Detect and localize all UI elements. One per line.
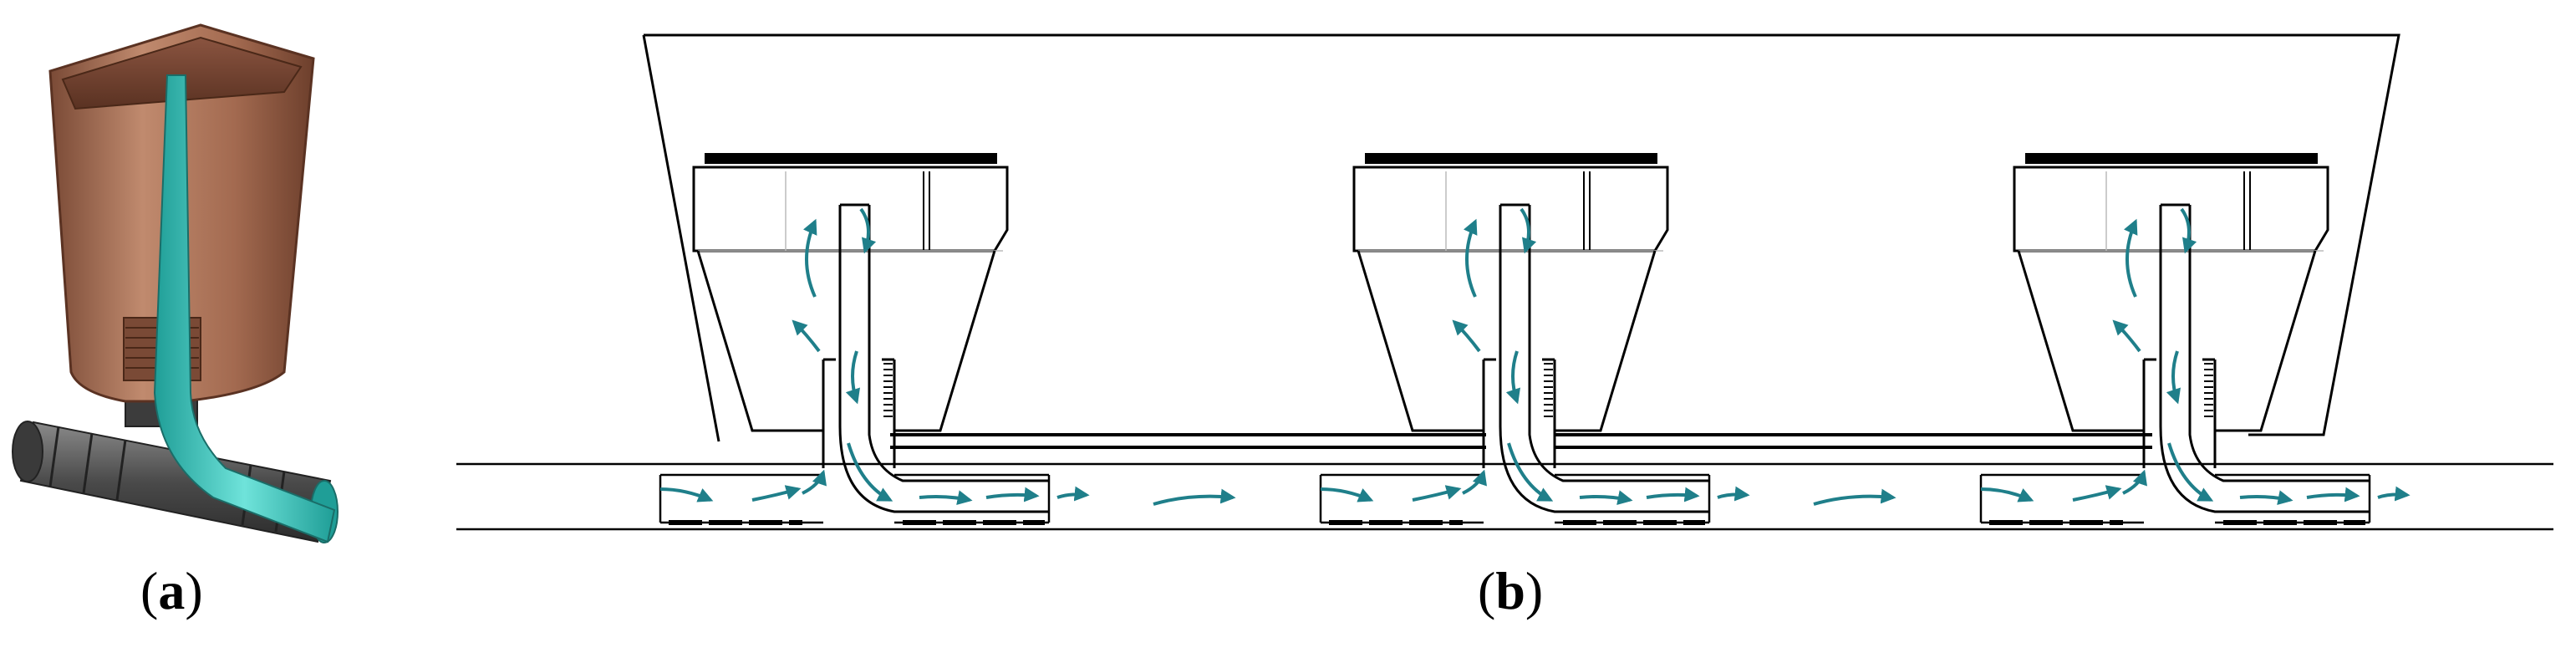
emitter-unit-3	[1979, 153, 2371, 525]
caption-b-letter: b	[1495, 561, 1525, 620]
flow-arrow	[847, 442, 893, 502]
caption-b-open: (	[1478, 561, 1496, 620]
flow-arrow	[2166, 350, 2181, 405]
flow-arrow	[859, 207, 877, 254]
flow-arrow	[2072, 485, 2122, 502]
flow-arrow	[1452, 319, 1481, 353]
caption-a: (a)	[140, 564, 203, 618]
caption-a-letter: a	[158, 561, 186, 620]
tube-outer-wall	[2159, 205, 2370, 513]
flow-arrow	[2123, 218, 2138, 298]
flow-arrow	[845, 350, 860, 405]
flow-arrow	[1520, 207, 1537, 254]
panel-a-rendering	[12, 23, 339, 543]
threaded-sleeve	[2142, 358, 2217, 468]
tube-inner-wall	[868, 205, 1049, 482]
flow-arrow	[919, 490, 973, 506]
flow-arrow	[2239, 490, 2293, 506]
flow-arrow	[2167, 442, 2214, 502]
cup-upper	[2013, 166, 2329, 252]
flow-arrow	[659, 487, 714, 502]
cup-body	[1357, 250, 1657, 432]
caption-a-open: (	[140, 561, 159, 620]
cap-plate	[1365, 153, 1657, 164]
flow-arrow	[2377, 486, 2411, 502]
tube-inner-wall	[2188, 205, 2370, 482]
cup-body	[2017, 250, 2317, 432]
cup-upper	[1352, 166, 1669, 252]
flow-arrow	[1320, 487, 1374, 502]
flow-arrow	[1412, 485, 1462, 502]
flow-arrows-channel	[1056, 486, 2411, 506]
flow-arrow	[1463, 218, 1478, 298]
pipe-section	[1979, 473, 2371, 524]
panel-b-schematic	[456, 33, 2553, 531]
pipe-section	[1319, 473, 1711, 524]
caption-a-close: )	[185, 561, 203, 620]
emitter-unit-1	[659, 153, 1051, 525]
flow-arrow	[2306, 487, 2360, 502]
flow-arrow	[985, 487, 1040, 502]
tube-inner-wall	[1528, 205, 1709, 482]
trough-outline	[642, 33, 2400, 442]
flow-arrow	[1462, 469, 1487, 495]
cap-plate	[2025, 153, 2318, 164]
flow-arrow	[1153, 488, 1236, 506]
emitter-unit-2	[1319, 153, 1711, 525]
flow-arrow	[802, 469, 827, 495]
flow-arrow	[1813, 488, 1896, 506]
threaded-sleeve	[1482, 358, 1556, 468]
manifold-bar	[890, 433, 2152, 449]
cap-plate	[705, 153, 997, 164]
flow-arrow	[1980, 487, 2034, 502]
threaded-sleeve	[822, 358, 896, 468]
caption-b: (b)	[1478, 564, 1543, 618]
cyan-tube	[153, 74, 336, 543]
flow-arrow	[1646, 487, 1700, 502]
cup-body	[696, 250, 996, 432]
flow-arrow	[1505, 350, 1520, 405]
flow-arrow	[2180, 207, 2197, 254]
flow-arrow	[1579, 490, 1633, 506]
tube-outer-wall	[1499, 205, 1709, 513]
flow-arrow	[1507, 442, 1554, 502]
flow-arrow	[802, 218, 817, 298]
flow-arrow	[1717, 486, 1750, 502]
flow-arrow	[792, 319, 821, 353]
tube-outer-wall	[838, 205, 1049, 513]
flow-arrow	[1056, 486, 1090, 502]
cup-upper	[692, 166, 1009, 252]
flow-arrow	[2122, 469, 2147, 495]
flow-arrow	[751, 485, 802, 502]
caption-b-close: )	[1525, 561, 1544, 620]
flow-arrow	[2112, 319, 2141, 353]
pipe-section	[659, 473, 1051, 524]
